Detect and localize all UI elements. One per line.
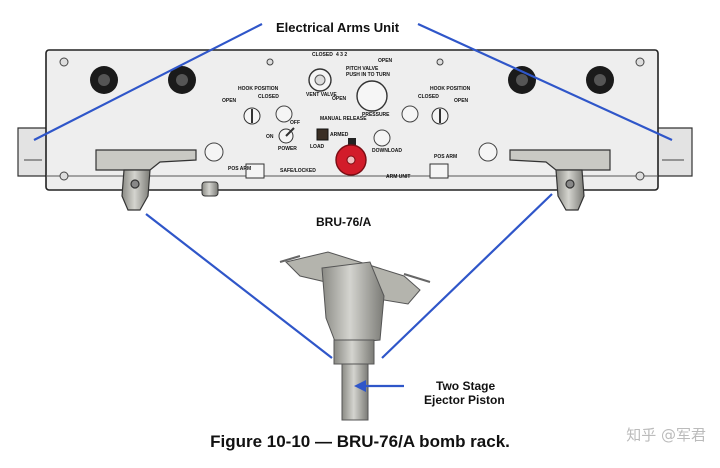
panel-label-armed: ARMED bbox=[330, 132, 349, 138]
panel-label-power: POWER bbox=[278, 146, 297, 152]
panel-label-hook-position-left: HOOK POSITION bbox=[238, 86, 279, 92]
panel-label-closed-left: CLOSED bbox=[258, 94, 279, 100]
panel-label-hook-position-right: HOOK POSITION bbox=[430, 86, 471, 92]
panel-label-digits: 4 3 2 bbox=[336, 52, 347, 58]
fitch-valve-knob[interactable] bbox=[308, 68, 332, 92]
panel-label-off: OFF bbox=[290, 120, 300, 126]
panel-label-closed-top: CLOSED bbox=[312, 52, 333, 58]
left-aux-knob bbox=[204, 142, 224, 162]
pressure-gauge bbox=[356, 80, 388, 112]
panel-label-pressure: PRESSURE bbox=[362, 112, 390, 118]
panel-label-load: LOAD bbox=[310, 144, 325, 150]
panel-label-pos-arm-left: POS ARM bbox=[228, 166, 251, 172]
pos-arm-indicator-left bbox=[245, 163, 265, 179]
panel-label-open-top: OPEN bbox=[378, 58, 393, 64]
figure-caption: Figure 10-10 — BRU-76/A bomb rack. bbox=[210, 432, 510, 451]
panel-label-pos-arm-right: POS ARM bbox=[434, 154, 457, 160]
panel-label-fitch-valve: PITCH VALVE bbox=[346, 66, 379, 72]
ejector-piston-label-line2: Ejector Piston bbox=[424, 393, 505, 407]
panel-label-push-to-turn: PUSH IN TO TURN bbox=[346, 72, 390, 78]
panel-label-safe-locked: SAFE/LOCKED bbox=[280, 168, 316, 174]
download-knob[interactable] bbox=[373, 129, 391, 147]
panel-label-open-right: OPEN bbox=[454, 98, 469, 104]
panel-label-open-left: OPEN bbox=[222, 98, 237, 104]
sway-brace-pads bbox=[90, 66, 614, 94]
ejector-piston-label-line1: Two Stage bbox=[436, 379, 495, 393]
right-aux-knob bbox=[478, 142, 498, 162]
manual-release-fitting[interactable] bbox=[316, 128, 329, 141]
pos-arm-indicator-right bbox=[429, 163, 449, 179]
center-plug bbox=[201, 181, 219, 197]
panel-label-download: DOWNLOAD bbox=[372, 148, 402, 154]
panel-label-arm-unit: ARM UNIT bbox=[386, 174, 410, 180]
rack-panel bbox=[45, 49, 659, 191]
rack-name-label: BRU-76/A bbox=[316, 215, 372, 229]
panel-label-open-mid: OPEN bbox=[332, 96, 347, 102]
panel-label-closed-right: CLOSED bbox=[418, 94, 439, 100]
ejector-piston-image bbox=[279, 251, 431, 421]
panel-label-on: ON bbox=[266, 134, 274, 140]
left-hook-assembly bbox=[95, 149, 197, 211]
panel-label-manual-release: MANUAL RELEASE bbox=[320, 116, 367, 122]
arming-lever[interactable] bbox=[335, 138, 367, 176]
callout-lines bbox=[33, 22, 673, 388]
power-switch[interactable] bbox=[278, 127, 295, 144]
panel-screws bbox=[59, 57, 645, 181]
panel-label-vent-valve: VENT VALVE bbox=[306, 92, 337, 98]
hook-position-switch-right[interactable] bbox=[431, 107, 449, 125]
piston-arrow-head bbox=[354, 380, 366, 392]
left-indicator bbox=[275, 105, 293, 123]
hook-position-switch-left[interactable] bbox=[243, 107, 261, 125]
right-indicator bbox=[401, 105, 419, 123]
watermark: 知乎 @军君 bbox=[626, 426, 706, 444]
right-hook-assembly bbox=[509, 149, 611, 211]
electrical-arms-unit-label: Electrical Arms Unit bbox=[276, 20, 400, 35]
